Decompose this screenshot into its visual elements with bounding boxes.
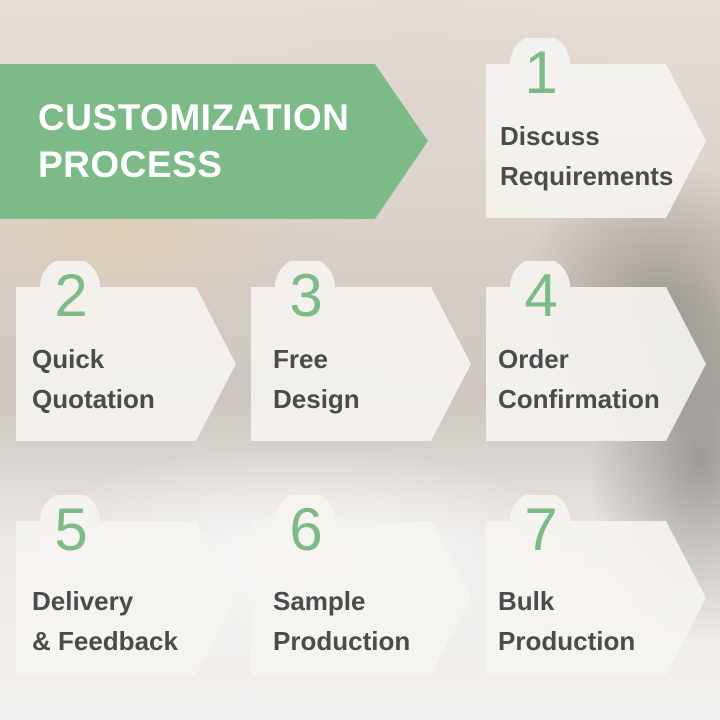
step-label: Free Design xyxy=(273,344,360,414)
step-label: Discuss Requirements xyxy=(500,121,674,191)
step-label: Bulk Production xyxy=(498,586,636,656)
step-number: 4 xyxy=(524,262,558,329)
step-label: Sample Production xyxy=(273,586,411,656)
card-shape xyxy=(16,261,236,441)
card-shape xyxy=(486,261,706,441)
step-number: 3 xyxy=(289,262,323,329)
step-card-4: 4 Order Confirmation xyxy=(486,261,708,441)
card-shape xyxy=(251,261,471,441)
step-card-3: 3 Free Design xyxy=(251,261,473,441)
step-number: 1 xyxy=(524,39,558,106)
step-label: Delivery & Feedback xyxy=(32,586,178,656)
step-card-1: 1 Discuss Requirements xyxy=(486,38,708,218)
card-shape xyxy=(486,38,706,218)
title-banner xyxy=(0,64,430,219)
step-card-7: 7 Bulk Production xyxy=(486,495,708,675)
step-card-6: 6 Sample Production xyxy=(251,495,473,675)
banner-arrow-shape xyxy=(0,64,428,219)
card-shape xyxy=(251,495,471,675)
step-card-5: 5 Delivery & Feedback xyxy=(16,495,238,675)
page-title: CUSTOMIZATION PROCESS xyxy=(38,97,350,185)
step-number: 2 xyxy=(54,262,88,329)
step-number: 6 xyxy=(289,496,323,563)
card-shape xyxy=(16,495,236,675)
step-label: Order Confirmation xyxy=(498,344,660,414)
step-number: 5 xyxy=(54,496,88,563)
step-card-2: 2 Quick Quotation xyxy=(16,261,238,441)
step-number: 7 xyxy=(524,496,558,563)
card-shape xyxy=(486,495,706,675)
step-label: Quick Quotation xyxy=(32,344,155,414)
